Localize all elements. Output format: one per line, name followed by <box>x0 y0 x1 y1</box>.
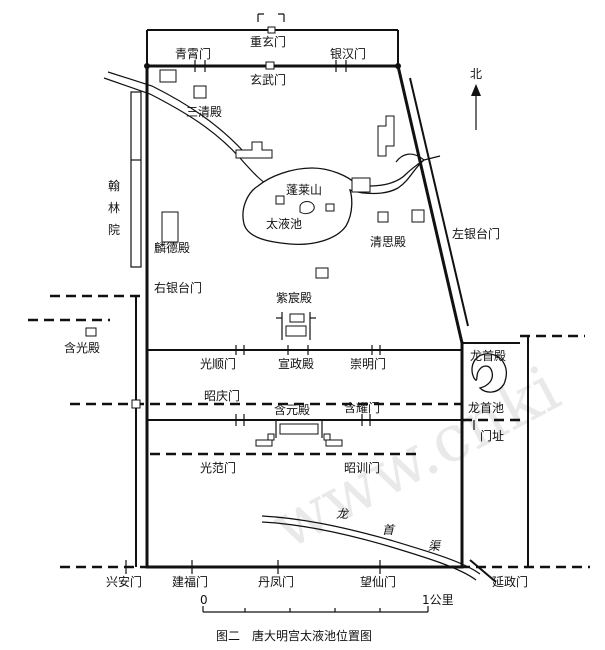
label-danfeng-gate: 丹凤门 <box>258 574 294 589</box>
label-taiye-chi: 太液池 <box>266 216 302 231</box>
label-you-yintai-gate: 右银台门 <box>154 280 202 295</box>
label-longshou-qu-1: 龙 <box>336 507 350 521</box>
qingsi-hall-marker <box>377 211 389 223</box>
label-guangfan-gate: 光范门 <box>200 460 236 475</box>
eastern-area <box>462 334 585 567</box>
label-xingan-gate: 兴安门 <box>106 574 142 589</box>
label-hanyao-gate: 含耀门 <box>344 400 380 415</box>
figure-caption: 图二 唐大明宫太液池位置图 <box>216 628 372 643</box>
label-yanzheng-gate: 延政门 <box>492 574 528 589</box>
scale-zero-label: 0 <box>200 593 208 607</box>
map-labels: 重玄门 青霄门 银汉门 玄武门 三清殿 翰林院 蓬莱山 太液池 清思殿 左银台门… <box>64 34 528 643</box>
scale-bar: 0 1公里 <box>200 593 454 613</box>
label-men-zhi: 门址 <box>480 428 504 443</box>
canal-northwest <box>103 71 271 187</box>
label-linde-hall: 麟德殿 <box>154 240 190 255</box>
south-wall <box>60 560 590 574</box>
north-enclosure <box>146 13 399 66</box>
western-outer-walls <box>28 294 147 567</box>
north-label: 北 <box>470 67 482 81</box>
label-zichen-hall: 紫宸殿 <box>276 290 312 305</box>
palace-walls <box>144 60 469 569</box>
label-yinhan-gate: 银汉门 <box>330 46 366 61</box>
central-axis-buildings <box>276 312 316 340</box>
scale-one-label: 1公里 <box>422 593 454 607</box>
sanqing-hall-marker <box>193 85 207 99</box>
linde-hall-marker <box>161 211 179 243</box>
label-hanguang-hall: 含光殿 <box>64 340 100 355</box>
label-qingxiao-gate: 青霄门 <box>175 46 211 61</box>
label-guangshun-gate: 光顺门 <box>200 356 236 371</box>
label-sanqing-hall: 三清殿 <box>186 105 222 119</box>
label-hanyuan-hall: 含元殿 <box>274 402 310 417</box>
label-zuo-yintai-gate: 左银台门 <box>452 226 500 241</box>
label-wangxian-gate: 望仙门 <box>360 574 396 589</box>
label-xuanwu-gate: 玄武门 <box>250 72 286 87</box>
label-hanlin-yuan: 翰林院 <box>108 178 120 237</box>
label-jianfu-gate: 建福门 <box>172 574 208 589</box>
xuanwu-gate-marker <box>265 61 275 70</box>
hanlin-yuan-block <box>130 91 142 268</box>
north-arrow: 北 <box>470 67 482 130</box>
label-longshou-qu-2: 首 <box>382 523 396 537</box>
label-chongming-gate: 崇明门 <box>350 356 386 371</box>
label-penglai-shan: 蓬莱山 <box>286 183 322 197</box>
longshou-canal <box>261 515 497 583</box>
chongxuan-gate-marker <box>267 26 276 34</box>
label-zhaoxun-gate: 昭训门 <box>344 460 380 475</box>
watermark-text: www.cnki <box>260 352 571 564</box>
label-qingsi-hall: 清思殿 <box>370 235 406 249</box>
hanguang-hall-marker <box>85 327 97 337</box>
label-longshou-qu-3: 渠 <box>428 539 442 553</box>
northern-buildings <box>159 69 425 279</box>
label-longshou-hall: 龙首殿 <box>470 349 506 363</box>
taiye-lake <box>242 153 441 246</box>
label-zhaoqing-gate: 昭庆门 <box>204 388 240 403</box>
label-longshou-chi: 龙首池 <box>468 401 504 415</box>
label-chongxuan-gate: 重玄门 <box>250 34 286 49</box>
label-xuanzheng-hall: 宣政殿 <box>278 356 314 371</box>
